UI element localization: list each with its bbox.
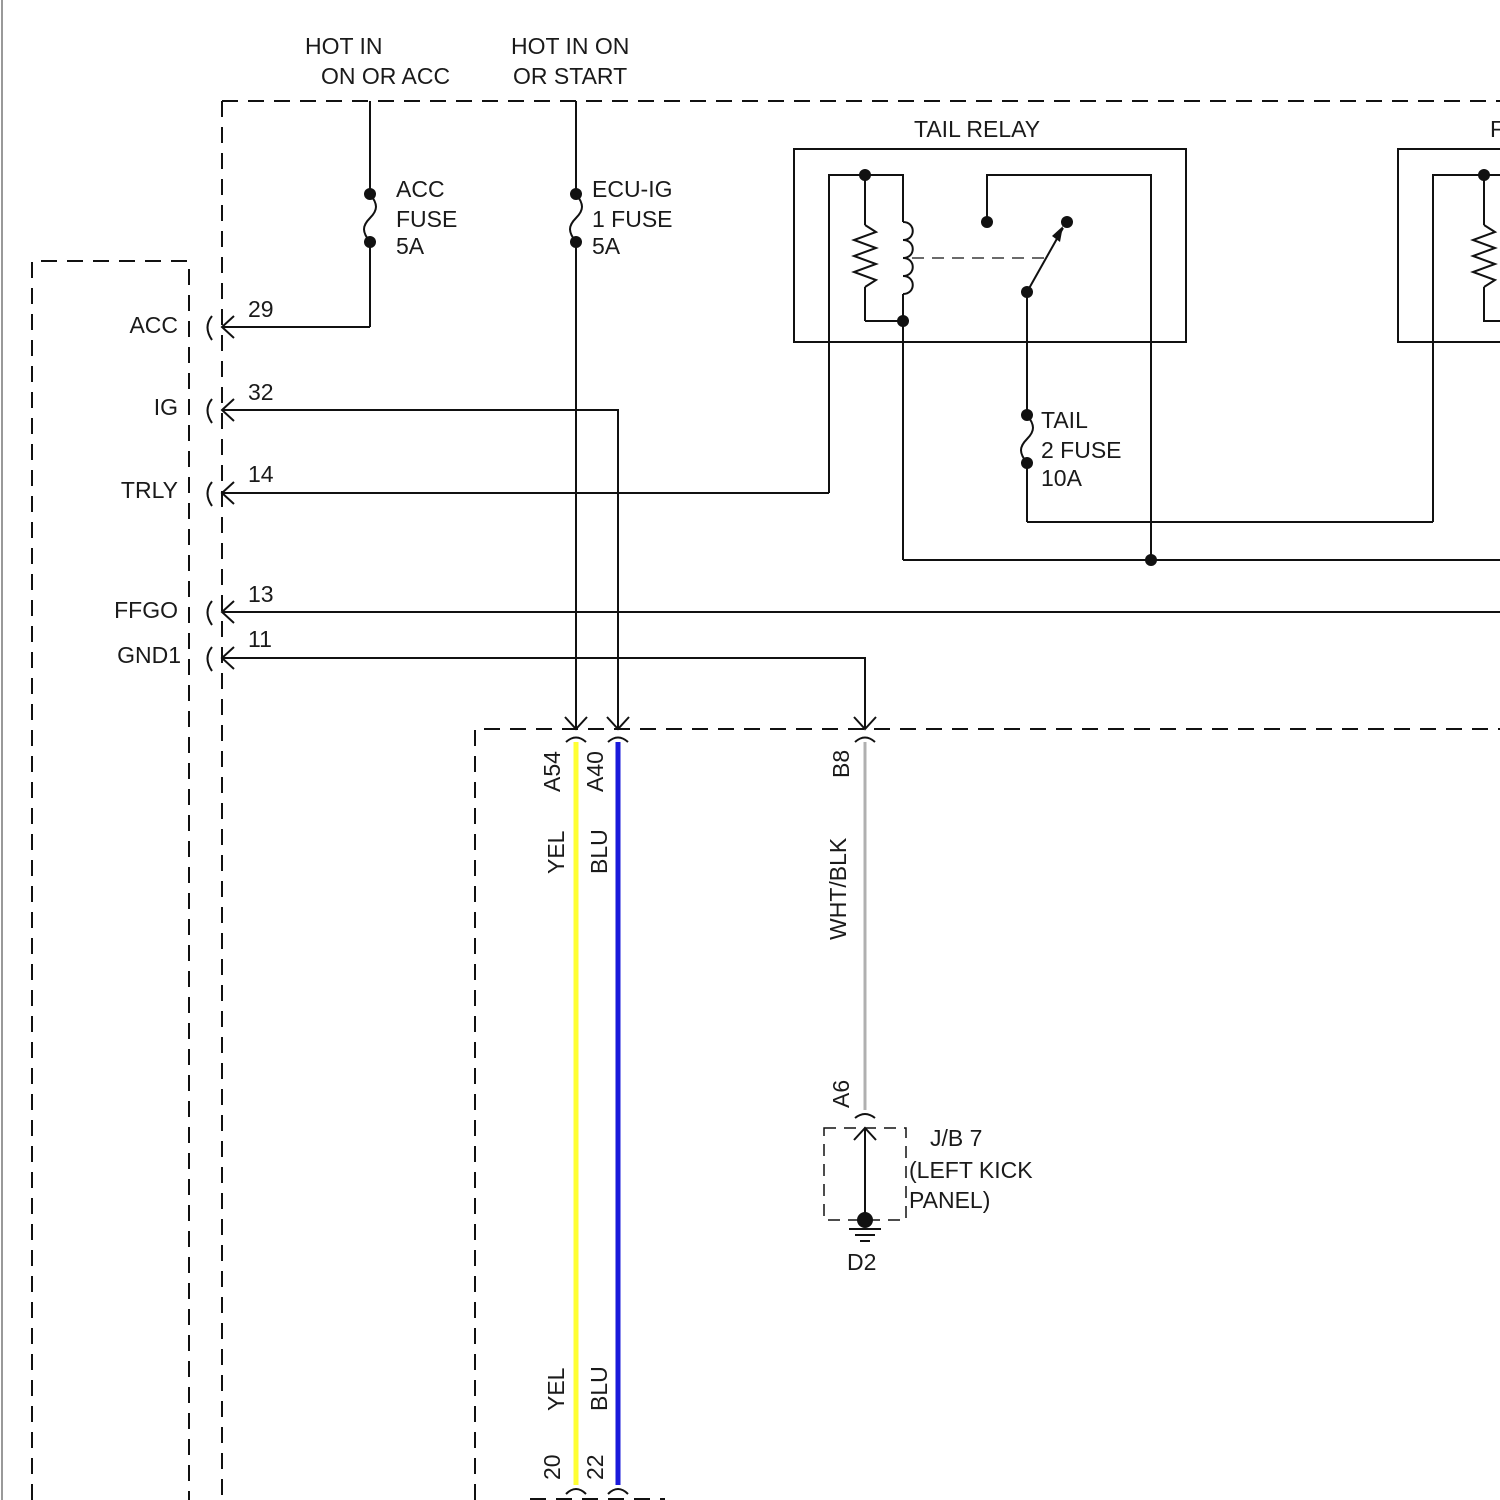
pin-name-ffgo: FFGO: [114, 597, 178, 623]
pin-number-ig: 32: [248, 379, 274, 405]
ecu-ig-fuse-label-line1: ECU-IG: [592, 176, 673, 202]
pin-gnd1: GND1 11: [117, 626, 272, 671]
acc-fuse-label-line2: FUSE: [396, 206, 457, 232]
blue-connector-top: A40: [582, 751, 608, 792]
bus-junction-dot: [1145, 554, 1157, 566]
jb-label-line2: (LEFT KICK: [909, 1157, 1033, 1183]
ecu-ig-fuse-circuit: ECU-IG 1 FUSE 5A: [570, 101, 673, 729]
pin-number-gnd1: 11: [248, 626, 272, 652]
ground-connector-top: B8: [828, 750, 854, 778]
hot-start-label-line2: OR START: [513, 63, 627, 89]
pin-ig: IG 32: [154, 379, 274, 423]
ground-point: [857, 1212, 873, 1228]
tail-fuse-label-line1: TAIL: [1041, 407, 1088, 433]
supply-labels: HOT IN ON OR ACC HOT IN ON OR START: [305, 33, 629, 89]
blue-pin-bottom: 22: [582, 1454, 608, 1480]
ecu-ig-fuse-label-line2: 1 FUSE: [592, 206, 673, 232]
tail-fuse-label-line2: 2 FUSE: [1041, 437, 1122, 463]
ground-connector-bottom: A6: [828, 1080, 854, 1108]
tail-relay: TAIL RELAY: [794, 116, 1186, 560]
tail-relay-title: TAIL RELAY: [914, 116, 1040, 142]
pin-acc: ACC 29: [129, 296, 273, 340]
pin-name-acc: ACC: [129, 312, 178, 338]
yellow-pin-bottom: 20: [539, 1454, 565, 1480]
jb-label-line1: J/B 7: [930, 1125, 982, 1151]
hot-acc-label-line2: ON OR ACC: [321, 63, 450, 89]
lower-block-outline: [475, 729, 1500, 1500]
module-pin-wires: [222, 410, 1500, 729]
pin-number-acc: 29: [248, 296, 274, 322]
ground-label-d2: D2: [847, 1249, 876, 1275]
pin-name-trly: TRLY: [121, 477, 178, 503]
pin-trly: TRLY 14: [121, 461, 274, 506]
pin-name-gnd1: GND1: [117, 642, 181, 668]
pin-number-ffgo: 13: [248, 581, 274, 607]
control-module-outline: [32, 261, 189, 1500]
pin-ffgo: FFGO 13: [114, 581, 273, 625]
ecu-ig-fuse-label-line3: 5A: [592, 233, 621, 259]
blue-color-bottom: BLU: [586, 1366, 612, 1411]
yellow-connector-top: A54: [539, 751, 565, 792]
blue-color-top: BLU: [586, 829, 612, 874]
acc-fuse-label-line3: 5A: [396, 233, 425, 259]
pin-number-trly: 14: [248, 461, 274, 487]
yellow-color-top: YEL: [543, 830, 569, 874]
acc-fuse-circuit: ACC FUSE 5A: [222, 101, 457, 327]
junction-block-7: J/B 7 (LEFT KICK PANEL) D2: [824, 1114, 1033, 1275]
hot-acc-label-line1: HOT IN: [305, 33, 383, 59]
hot-start-label-line1: HOT IN ON: [511, 33, 629, 59]
bottom-connectors: [530, 1489, 665, 1499]
tail-2-fuse-circuit: TAIL 2 FUSE 10A: [1021, 407, 1433, 522]
pin-name-ig: IG: [154, 394, 178, 420]
acc-fuse-label-line1: ACC: [396, 176, 445, 202]
wire-labels: A54 A40 YEL BLU B8 WHT/BLK A6 YEL BLU 20…: [539, 750, 854, 1480]
ground-wire-color: WHT/BLK: [825, 837, 851, 940]
second-relay-partial: F: [1398, 116, 1500, 522]
second-relay-title-partial: F: [1490, 116, 1500, 142]
jb-label-line3: PANEL): [909, 1187, 990, 1213]
tail-fuse-label-line3: 10A: [1041, 465, 1083, 491]
yellow-color-bottom: YEL: [543, 1367, 569, 1411]
